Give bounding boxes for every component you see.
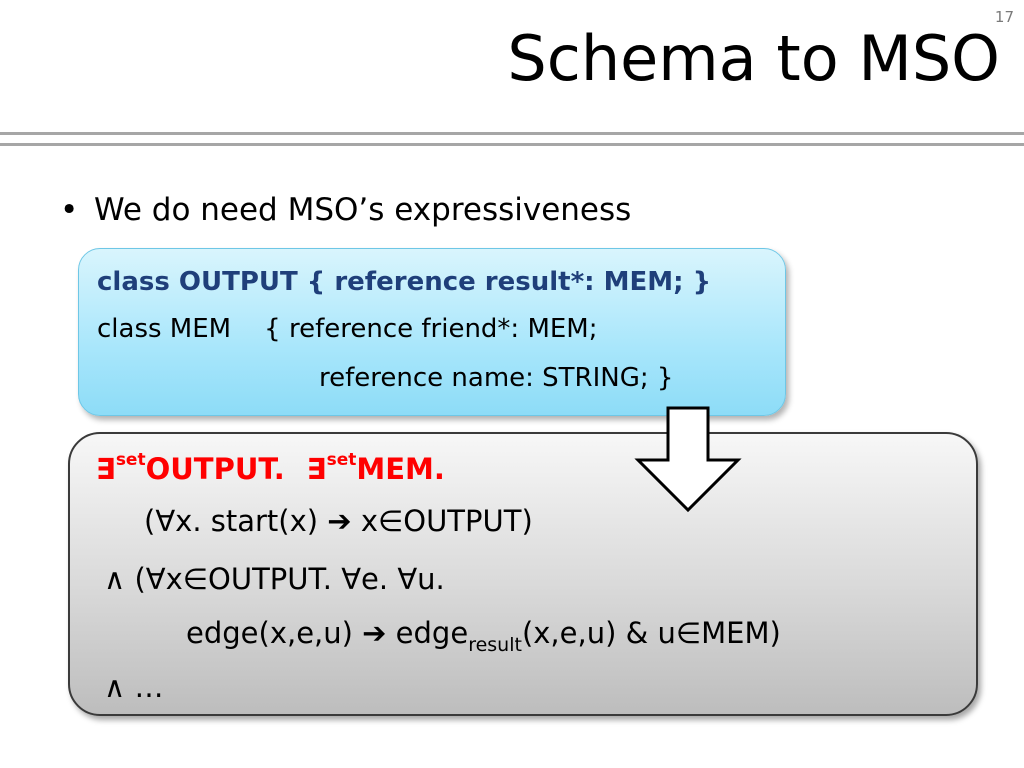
- formula-output-clause: ∧ (∀x∈OUTPUT. ∀e. ∀u.: [104, 562, 445, 596]
- formula-start-clause: (∀x. start(x) ➔ x∈OUTPUT): [144, 504, 533, 538]
- quantifier-mem: MEM.: [356, 452, 445, 486]
- bullet-symbol: •: [60, 192, 79, 228]
- schema-line-mem-text: class MEM { reference friend*: MEM;: [97, 314, 598, 344]
- mso-formula-box: ∃setOUTPUT.∃setMEM. (∀x. start(x) ➔ x∈OU…: [68, 432, 978, 716]
- schema-line-mem: class MEM { reference friend*: MEM;: [97, 314, 598, 344]
- slide-title: Schema to MSO: [507, 22, 1000, 95]
- edge-subscript: result: [468, 634, 522, 656]
- page-number: 17: [994, 8, 1014, 26]
- down-arrow-icon: [634, 406, 742, 513]
- exists-symbol: ∃: [96, 452, 116, 486]
- title-divider-bottom: [0, 143, 1024, 146]
- bullet-item: • We do need MSO’s expressiveness: [60, 192, 631, 228]
- set-superscript: set: [326, 450, 357, 470]
- formula-ellipsis: ∧ …: [104, 670, 164, 704]
- edge-clause-pre: edge(x,e,u) ➔ edge: [186, 616, 469, 650]
- edge-clause-post: (x,e,u) & u∈MEM): [521, 616, 781, 650]
- schema-line-name: reference name: STRING; }: [319, 363, 674, 393]
- schema-line-output: class OUTPUT { reference result*: MEM; }: [97, 267, 712, 297]
- formula-edge-clause: edge(x,e,u) ➔ edgeresult(x,e,u) & u∈MEM): [186, 616, 781, 655]
- bullet-text: We do need MSO’s expressiveness: [94, 192, 632, 228]
- quantifier-output: OUTPUT.: [145, 452, 285, 486]
- title-divider-top: [0, 132, 1024, 135]
- set-superscript: set: [115, 450, 146, 470]
- formula-quantifiers: ∃setOUTPUT.∃setMEM.: [96, 450, 445, 487]
- schema-box: class OUTPUT { reference result*: MEM; }…: [78, 248, 786, 416]
- exists-symbol: ∃: [306, 452, 327, 486]
